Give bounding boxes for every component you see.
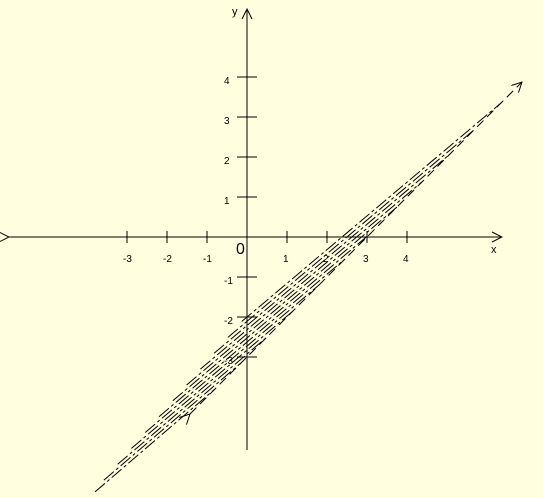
hatch-line	[241, 102, 502, 322]
hatch-line	[213, 154, 450, 354]
x-axis-label: x	[491, 244, 497, 256]
hatch-line	[117, 336, 268, 465]
x-tick-label: 3	[363, 254, 369, 265]
y-tick-label: 1	[224, 196, 230, 207]
x-axis-ticks: -3 -2 -1 1 2 3 4	[123, 231, 409, 265]
y-tick-label: -3	[224, 356, 233, 367]
y-tick-label: 3	[224, 116, 230, 127]
x-tick-label: -1	[203, 254, 212, 265]
hatch-line	[186, 206, 398, 386]
hatch-line	[94, 388, 216, 493]
hatch-line	[131, 310, 294, 449]
y-tick-label: -1	[224, 276, 233, 287]
boundary-line	[190, 82, 522, 414]
x-tick-label: -2	[163, 254, 172, 265]
hatch-line	[227, 128, 476, 338]
x-tick-label: 2	[323, 254, 329, 265]
hatch-line	[200, 180, 424, 370]
x-tick-label: -3	[123, 254, 132, 265]
hatch-line	[158, 258, 346, 418]
y-tick-label: 2	[224, 156, 230, 167]
shaded-region	[94, 102, 502, 493]
x-tick-label: 4	[403, 254, 409, 265]
y-tick-label: 4	[224, 76, 230, 87]
origin-label: 0	[236, 241, 245, 258]
hatch-line	[103, 362, 242, 481]
y-axis-ticks: 4 3 2 1 -1 -2 -3	[224, 76, 257, 367]
y-tick-label: -2	[224, 316, 233, 327]
y-axis-label: y	[232, 6, 238, 18]
x-tick-label: 1	[283, 254, 289, 265]
